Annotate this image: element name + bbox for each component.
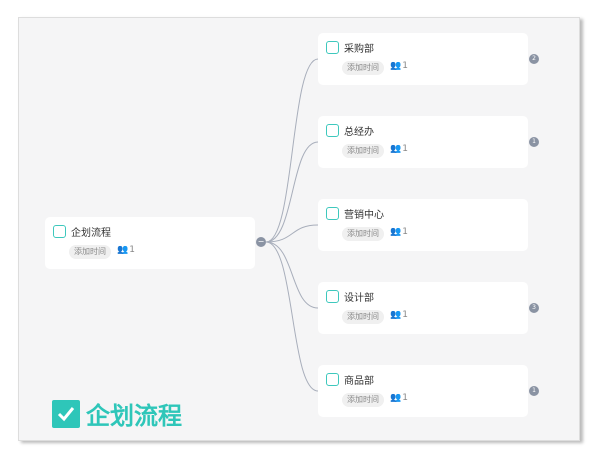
child-node[interactable]: 采购部 添加时间 👥1 xyxy=(318,33,528,85)
checkbox[interactable] xyxy=(326,290,339,303)
connector xyxy=(265,141,319,243)
node-title: 营销中心 xyxy=(344,210,384,221)
people-icon: 👥 xyxy=(390,144,402,154)
count-badge[interactable]: 1 xyxy=(529,386,539,396)
child-node[interactable]: 营销中心 添加时间 👥1 xyxy=(318,199,528,251)
members[interactable]: 👥1 xyxy=(390,61,408,71)
node-title: 采购部 xyxy=(344,44,374,55)
collapse-button[interactable]: − xyxy=(256,237,266,247)
child-node[interactable]: 设计部 添加时间 👥1 xyxy=(318,282,528,334)
people-icon: 👥 xyxy=(390,227,402,237)
child-node[interactable]: 商品部 添加时间 👥1 xyxy=(318,365,528,417)
people-icon: 👥 xyxy=(390,61,402,71)
count-badge[interactable]: 1 xyxy=(529,137,539,147)
checkbox[interactable] xyxy=(53,225,66,238)
connector xyxy=(265,241,319,309)
connector xyxy=(265,58,319,243)
logo: 企划流程 xyxy=(52,396,182,431)
members[interactable]: 👥1 xyxy=(390,144,408,154)
member-count: 1 xyxy=(402,61,408,71)
members[interactable]: 👥1 xyxy=(390,393,408,403)
member-count: 1 xyxy=(402,227,408,237)
member-count: 1 xyxy=(402,393,408,403)
child-node[interactable]: 总经办 添加时间 👥1 xyxy=(318,116,528,168)
member-count: 1 xyxy=(402,310,408,320)
checkbox[interactable] xyxy=(326,373,339,386)
add-time-tag[interactable]: 添加时间 xyxy=(342,144,384,158)
add-time-tag[interactable]: 添加时间 xyxy=(342,227,384,241)
members[interactable]: 👥1 xyxy=(390,310,408,320)
add-time-tag[interactable]: 添加时间 xyxy=(342,310,384,324)
connector xyxy=(265,224,319,243)
people-icon: 👥 xyxy=(390,310,402,320)
logo-text: 企划流程 xyxy=(86,402,182,430)
count-badge[interactable]: 3 xyxy=(529,303,539,313)
check-icon xyxy=(52,399,80,428)
node-title: 设计部 xyxy=(344,293,374,304)
people-icon: 👥 xyxy=(390,393,402,403)
count-badge[interactable]: 2 xyxy=(529,54,539,64)
node-title: 商品部 xyxy=(344,376,374,387)
checkbox[interactable] xyxy=(326,124,339,137)
connector xyxy=(265,241,319,392)
add-time-tag[interactable]: 添加时间 xyxy=(342,393,384,407)
root-node[interactable]: 企划流程 添加时间 👥1 xyxy=(45,217,255,269)
member-count: 1 xyxy=(129,245,135,255)
members[interactable]: 👥1 xyxy=(117,245,135,255)
node-title: 企划流程 xyxy=(71,228,111,239)
add-time-tag[interactable]: 添加时间 xyxy=(342,61,384,75)
members[interactable]: 👥1 xyxy=(390,227,408,237)
member-count: 1 xyxy=(402,144,408,154)
checkbox[interactable] xyxy=(326,41,339,54)
node-title: 总经办 xyxy=(344,127,374,138)
people-icon: 👥 xyxy=(117,245,129,255)
checkbox[interactable] xyxy=(326,207,339,220)
add-time-tag[interactable]: 添加时间 xyxy=(69,245,111,259)
